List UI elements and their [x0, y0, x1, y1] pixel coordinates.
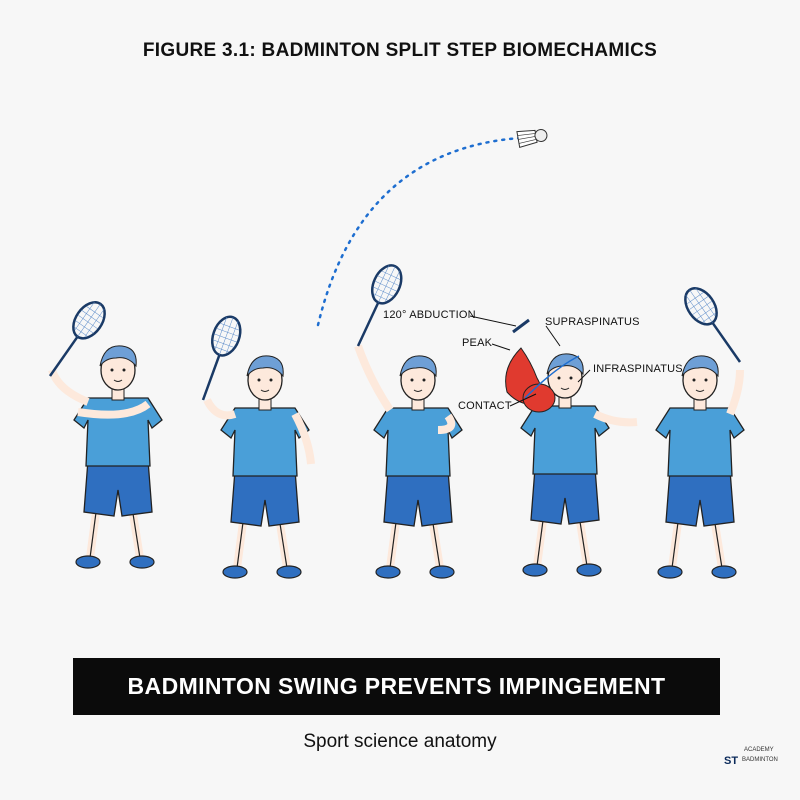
player-figure-3 [344, 259, 462, 578]
player-figure-1 [38, 295, 162, 568]
label-abduction: 120° ABDUCTION [383, 309, 476, 321]
logo-mark: ST [724, 755, 739, 767]
label-contact: CONTACT [458, 400, 512, 412]
logo-top-text: ACADEMY [744, 747, 774, 753]
player-figure-4 [505, 318, 638, 576]
headline-banner: BADMINTON SWING PREVENTS IMPINGEMENT [73, 658, 720, 715]
shuttle-trajectory [316, 136, 522, 327]
label-peak: PEAK [462, 337, 493, 349]
logo-bottom-text: BADMINTON [742, 757, 778, 763]
figure-title: FIGURE 3.1: BADMINTON SPLIT STEP BIOMECH… [142, 40, 658, 61]
label-infraspinatus: INFRASPINATUS [593, 363, 683, 375]
subtitle: Sport science anatomy [303, 731, 497, 752]
label-supraspinatus: SUPRASPINATUS [545, 316, 640, 328]
shuttlecock-icon [516, 128, 548, 148]
player-figure-2 [189, 311, 315, 578]
player-figure-5 [656, 281, 752, 578]
academy-logo: ACADEMY ST BADMINTON [724, 741, 788, 785]
illustration [38, 128, 752, 640]
